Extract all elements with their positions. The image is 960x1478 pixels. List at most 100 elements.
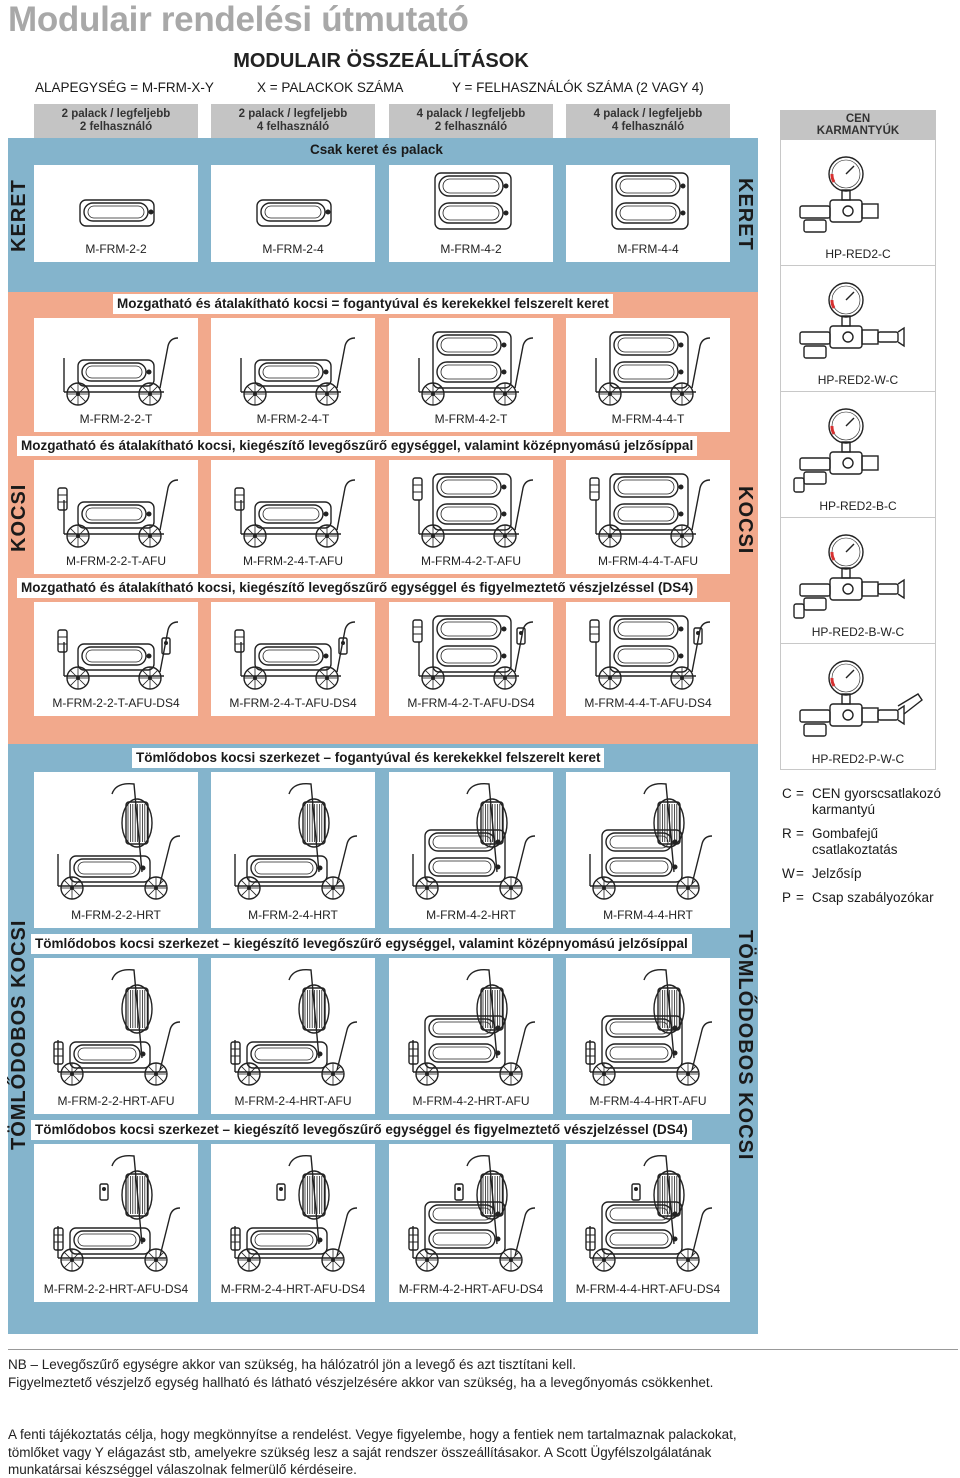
side-label-kocsi-right: KOCSI — [734, 486, 756, 555]
hose-reel-trolley-icon — [408, 969, 536, 1086]
product-cell: M-FRM-2-4 — [211, 165, 375, 262]
product-cell: M-FRM-2-4-HRT-AFU-DS4 — [211, 1144, 375, 1302]
product-code: M-FRM-2-4-T — [256, 412, 330, 426]
regulator-code: HP-RED2-B-W-C — [811, 625, 905, 639]
hose-reel-trolley-icon — [589, 783, 713, 900]
product-cell: M-FRM-4-4-T — [566, 318, 730, 432]
trolley-icon — [63, 337, 179, 406]
regulator-gauge-icon — [793, 534, 905, 619]
product-cell: M-FRM-4-4-HRT — [566, 772, 730, 928]
trolley-icon — [589, 473, 711, 548]
regulator-cell: HP-RED2-W-C — [780, 266, 936, 392]
product-cell: M-FRM-2-4-T — [211, 318, 375, 432]
regulator-code: HP-RED2-C — [825, 247, 891, 261]
side-label-keret-right: KERET — [734, 178, 756, 251]
cylinder-frame-icon — [434, 172, 512, 230]
trolley-icon — [234, 479, 356, 548]
product-cell: M-FRM-4-4-HRT-AFU — [566, 958, 730, 1114]
note-disclaimer: A fenti tájékoztatás célja, hogy megkönn… — [8, 1427, 737, 1477]
key-p: P=Csap szabályozókar — [782, 890, 934, 905]
regulator-code: HP-RED2-B-C — [819, 499, 897, 513]
section-label-trolley-ds4: Mozgatható és átalakítható kocsi, kiegés… — [17, 578, 698, 598]
product-cell: M-FRM-2-4-T-AFU — [211, 460, 375, 574]
main-heading: MODULAIR ÖSSZEÁLLÍTÁSOK — [233, 50, 529, 72]
side-label-kocsi-left: KOCSI — [8, 483, 30, 552]
product-cell: M-FRM-4-2-T-AFU-DS4 — [389, 602, 553, 716]
product-code: M-FRM-2-4 — [262, 242, 324, 256]
product-cell: M-FRM-4-2-HRT-AFU — [389, 958, 553, 1114]
product-code: M-FRM-4-2-T — [434, 412, 508, 426]
cylinder-frame-icon — [611, 172, 689, 230]
section-label-frame-only: Csak keret és palack — [310, 142, 443, 157]
regulator-gauge-icon — [799, 660, 923, 737]
product-code: M-FRM-4-2-HRT-AFU-DS4 — [398, 1282, 544, 1296]
trolley-icon — [412, 615, 534, 690]
product-code: M-FRM-2-2-HRT-AFU-DS4 — [43, 1282, 189, 1296]
regulator-cell: HP-RED2-B-W-C — [780, 518, 936, 644]
product-code: M-FRM-4-2 — [440, 242, 502, 256]
key-c: C=CEN gyorscsatlakozó karmantyú — [782, 786, 942, 817]
side-label-tomlo-right: TÖMLŐDOBOS KOCSI — [734, 930, 756, 1161]
product-code: M-FRM-4-4-T-AFU — [598, 554, 698, 568]
regulator-code: HP-RED2-P-W-C — [811, 752, 905, 766]
product-cell: M-FRM-2-2-T-AFU-DS4 — [34, 602, 198, 716]
trolley-icon — [589, 615, 711, 690]
hose-reel-trolley-icon — [57, 783, 181, 900]
product-code: M-FRM-4-2-HRT — [426, 908, 516, 922]
product-code: M-FRM-4-4-HRT — [603, 908, 693, 922]
product-cell: M-FRM-2-2-HRT-AFU-DS4 — [34, 1144, 198, 1302]
product-code: M-FRM-2-2-T-AFU-DS4 — [52, 696, 180, 710]
product-code: M-FRM-2-4-HRT-AFU — [234, 1094, 352, 1108]
hose-reel-trolley-icon — [230, 1155, 358, 1272]
hose-reel-trolley-icon — [53, 1155, 181, 1272]
trolley-icon — [57, 621, 179, 690]
hose-reel-trolley-icon — [234, 783, 358, 900]
product-cell: M-FRM-2-4-HRT-AFU — [211, 958, 375, 1114]
divider — [8, 1349, 958, 1350]
regulator-cell: HP-RED2-B-C — [780, 392, 936, 518]
product-code: M-FRM-4-4-T-AFU-DS4 — [584, 696, 712, 710]
product-cell: M-FRM-2-4-HRT — [211, 772, 375, 928]
product-cell: M-FRM-2-4-T-AFU-DS4 — [211, 602, 375, 716]
product-code: M-FRM-2-2-HRT — [71, 908, 161, 922]
product-cell: M-FRM-2-2-T — [34, 318, 198, 432]
page-title: Modulair rendelési útmutató — [8, 0, 469, 39]
legend-x: X = PALACKOK SZÁMA — [257, 80, 404, 95]
product-cell: M-FRM-4-4 — [566, 165, 730, 262]
regulator-code: HP-RED2-W-C — [817, 373, 899, 387]
product-cell: M-FRM-2-2-T-AFU — [34, 460, 198, 574]
product-code: M-FRM-4-2-HRT-AFU — [412, 1094, 530, 1108]
product-cell: M-FRM-2-2-HRT-AFU — [34, 958, 198, 1114]
product-cell: M-FRM-4-2-T-AFU — [389, 460, 553, 574]
section-label-hosereel-ds4: Tömlődobos kocsi szerkezet – kiegészítő … — [31, 1120, 692, 1140]
section-label-trolley-afu: Mozgatható és átalakítható kocsi, kiegés… — [17, 436, 698, 456]
section-label-hosereel: Tömlődobos kocsi szerkezet – fogantyúval… — [132, 748, 605, 768]
hose-reel-trolley-icon — [230, 969, 358, 1086]
side-label-tomlo-left: TÖMLŐDOBOS KOCSI — [8, 919, 30, 1150]
hose-reel-trolley-icon — [53, 969, 181, 1086]
product-cell: M-FRM-4-4-T-AFU-DS4 — [566, 602, 730, 716]
cylinder-frame-icon — [256, 199, 332, 227]
hose-reel-trolley-icon — [585, 969, 713, 1086]
trolley-icon — [418, 331, 534, 406]
product-code: M-FRM-2-2 — [85, 242, 147, 256]
regulator-gauge-icon — [799, 282, 905, 359]
key-w: W=Jelzősíp — [782, 866, 862, 881]
product-cell: M-FRM-4-4-HRT-AFU-DS4 — [566, 1144, 730, 1302]
product-code: M-FRM-4-4-HRT-AFU-DS4 — [575, 1282, 721, 1296]
note-afu: NB – Levegőszűrő egységre akkor van szük… — [8, 1357, 577, 1372]
regulator-gauge-icon — [799, 156, 879, 233]
product-code: M-FRM-2-4-HRT — [248, 908, 338, 922]
regulator-cell: HP-RED2-C — [780, 140, 936, 266]
product-cell: M-FRM-4-2-HRT-AFU-DS4 — [389, 1144, 553, 1302]
trolley-icon — [234, 621, 356, 690]
trolley-icon — [240, 337, 356, 406]
abbreviation-key: C=CEN gyorscsatlakozó karmantyú R=Gombaf… — [782, 786, 958, 914]
product-code: M-FRM-4-2-T-AFU-DS4 — [407, 696, 535, 710]
product-code: M-FRM-4-2-T-AFU — [421, 554, 521, 568]
note-ds4: Figyelmeztető vészjelző egység hallható … — [8, 1375, 714, 1390]
hose-reel-trolley-icon — [408, 1155, 536, 1272]
